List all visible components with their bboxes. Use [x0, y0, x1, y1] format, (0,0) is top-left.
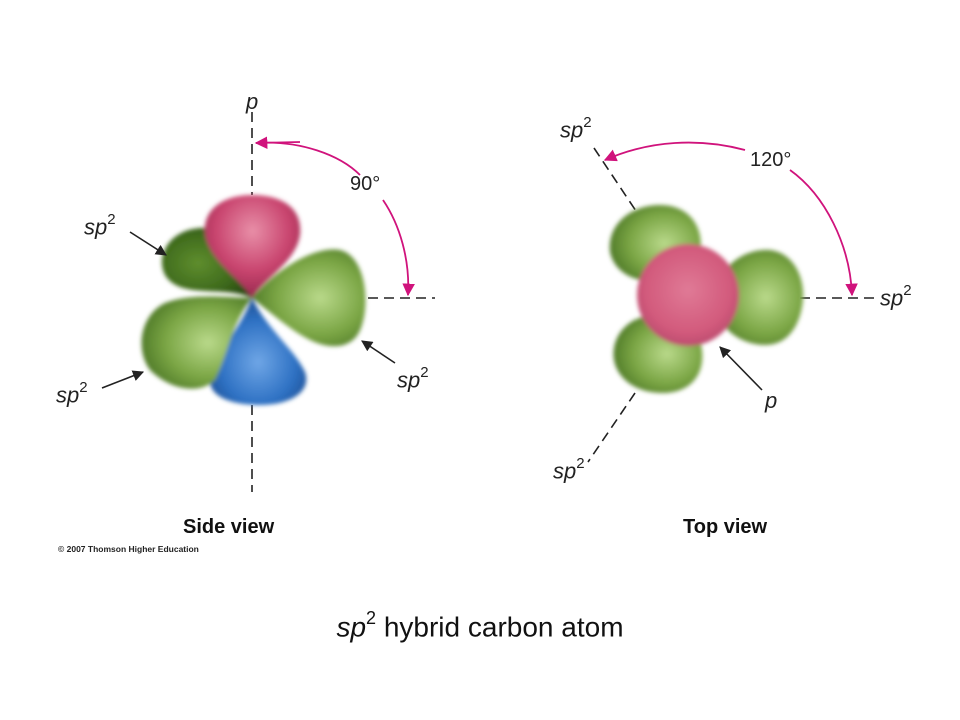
- top-label-sp2-lower-left: sp2: [553, 455, 585, 484]
- caption-text: hybrid carbon atom: [376, 611, 624, 643]
- side-view-figure: [101, 112, 435, 492]
- caption-sp: sp: [336, 611, 367, 643]
- side-label-sp2-lower-left: sp2: [56, 379, 88, 408]
- side-sp2-lobe-right: [252, 249, 366, 347]
- top-view-title: Top view: [683, 516, 768, 538]
- p-orbital-lobe-bottom: [209, 298, 307, 405]
- side-label-sp2-upper-left: sp2: [84, 211, 116, 240]
- top-axis-upper-left: [593, 147, 639, 215]
- side-pointer-right: [361, 340, 396, 364]
- top-axis-lower-left: [587, 392, 636, 463]
- side-view-title: Side view: [183, 516, 275, 538]
- caption-superscript: 2: [366, 608, 377, 628]
- top-view-figure: [587, 141, 878, 463]
- top-pointer-p: [719, 346, 763, 391]
- side-label-sp2-right: sp2: [397, 364, 429, 393]
- figure-caption: sp2 hybrid carbon atom: [0, 608, 960, 643]
- top-angle-label: 120°: [750, 149, 792, 171]
- side-pointer-lower-left: [101, 370, 145, 389]
- side-angle-label: 90°: [350, 173, 381, 195]
- side-axis-label-p: p: [246, 89, 259, 114]
- top-angle-arrow: [789, 169, 858, 297]
- side-sp2-lobe-lower-left: [141, 296, 252, 389]
- top-p-orbital-sphere: [637, 244, 739, 346]
- top-label-sp2-right: sp2: [880, 282, 912, 311]
- p-orbital-lobe-top: [204, 195, 301, 298]
- top-label-p: p: [765, 388, 778, 413]
- top-label-sp2-upper-left: sp2: [560, 114, 592, 143]
- copyright-notice: © 2007 Thomson Higher Education: [58, 544, 199, 554]
- side-pointer-upper-left: [129, 231, 167, 256]
